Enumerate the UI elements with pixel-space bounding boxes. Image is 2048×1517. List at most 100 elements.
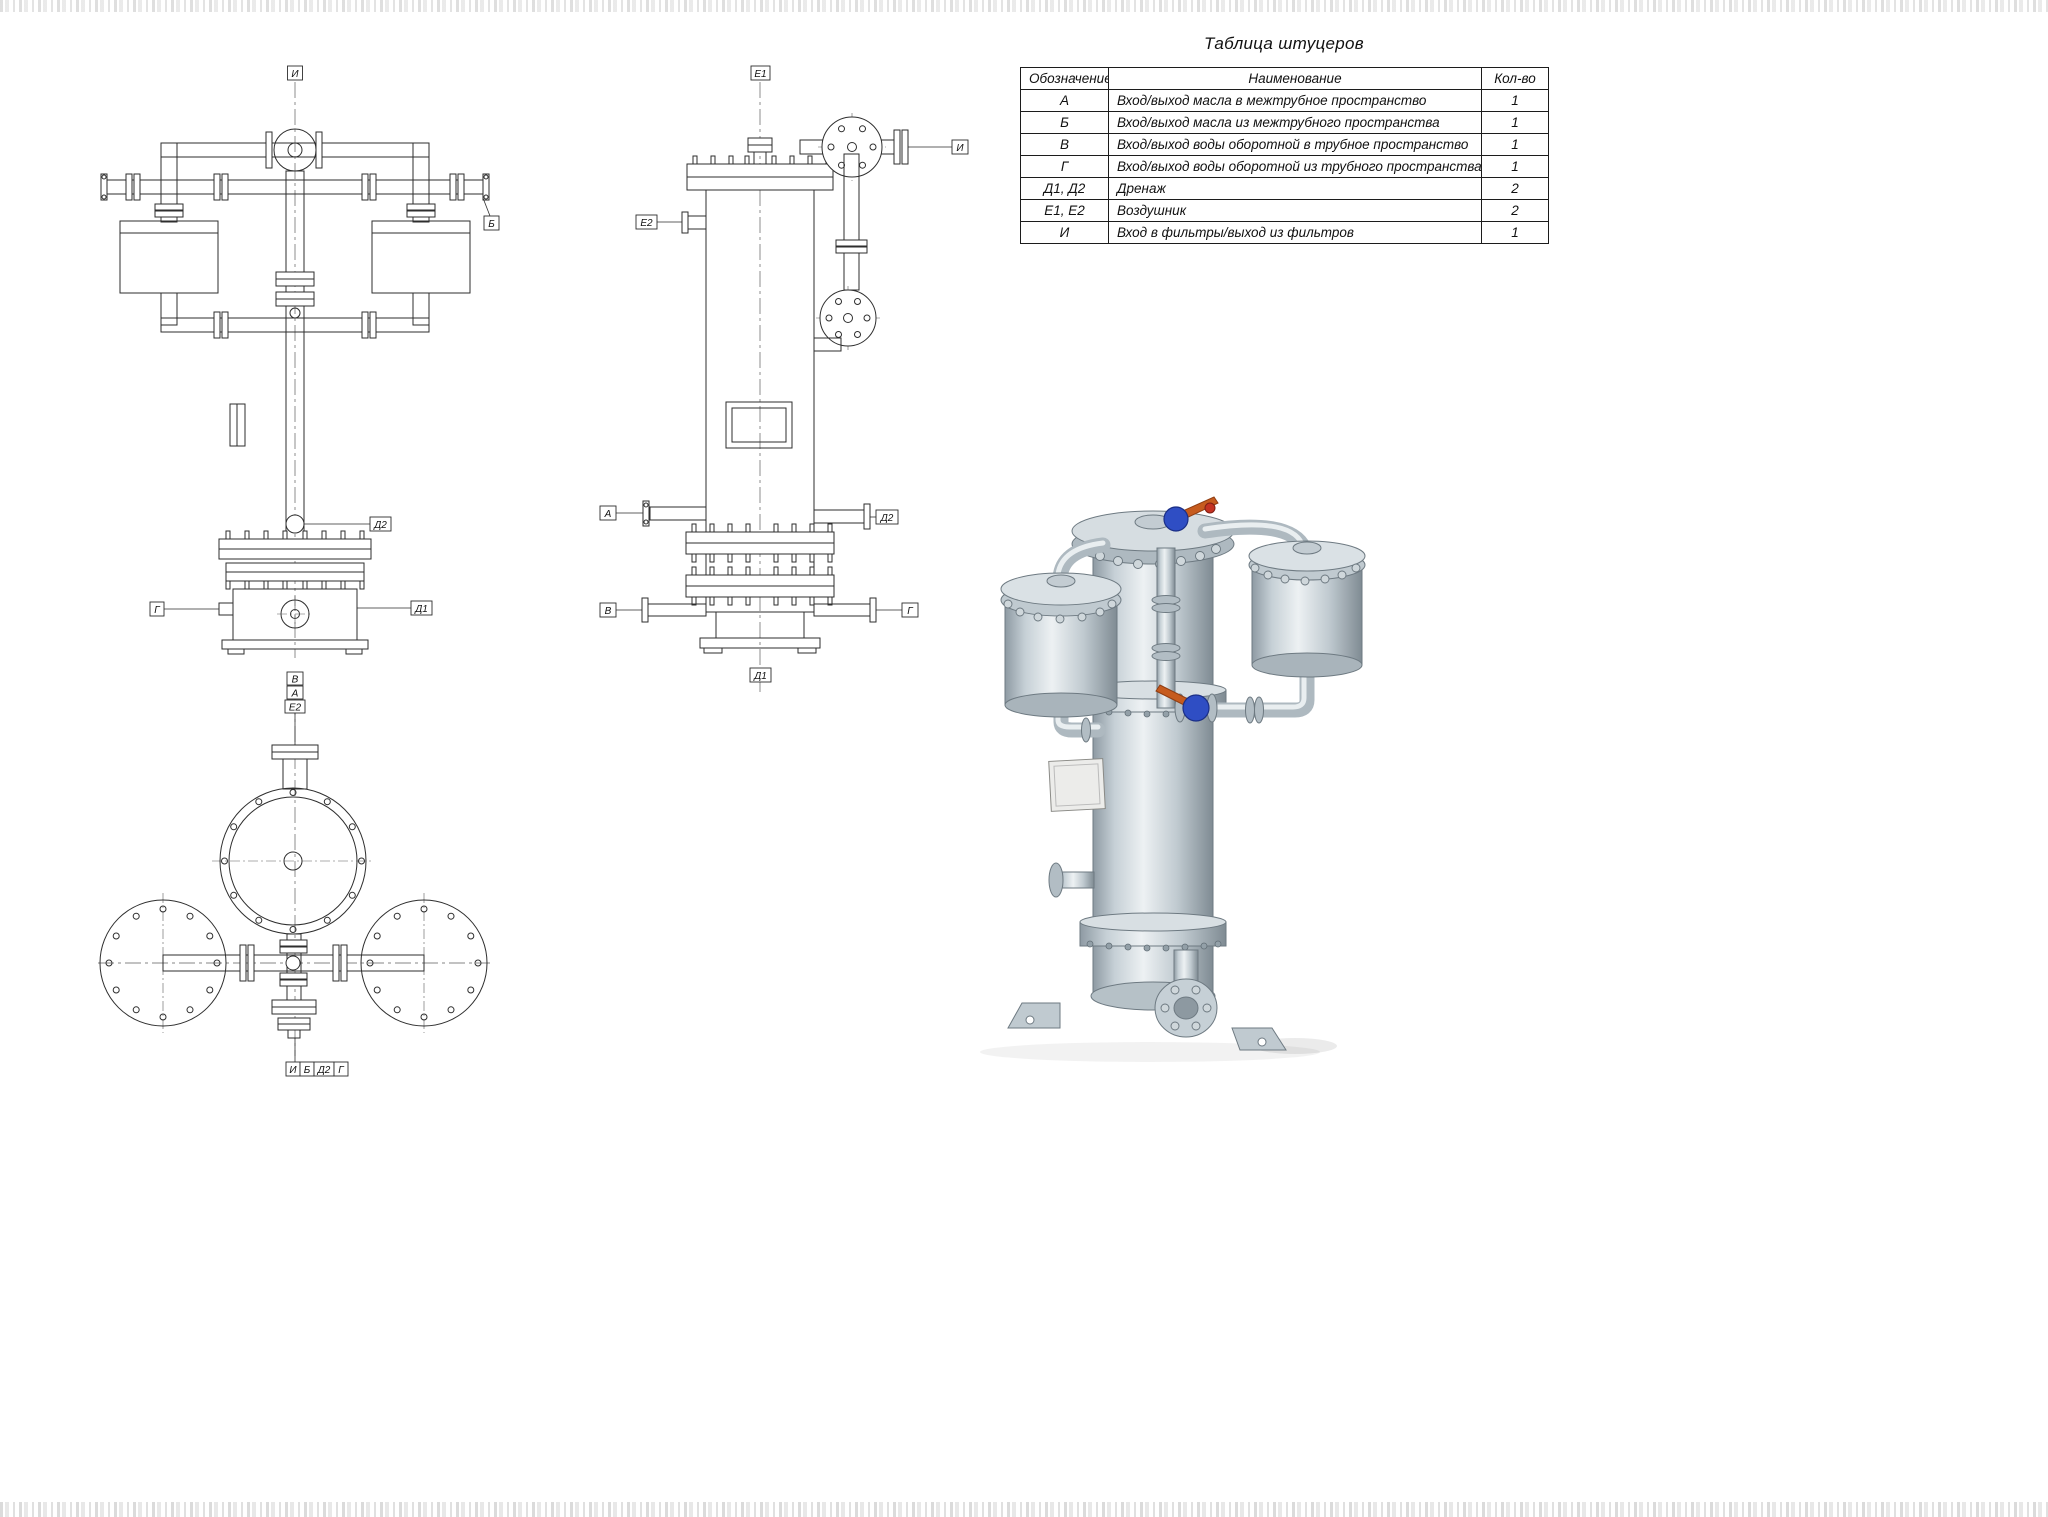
front-label-nozzle-d2: Д2 bbox=[285, 514, 392, 534]
svg-text:Б: Б bbox=[304, 1065, 311, 1076]
svg-text:Д2: Д2 bbox=[317, 1065, 331, 1076]
side-label-nozzle-e2: Е2 bbox=[635, 211, 707, 234]
table-row: Д1, Д2 Дренаж 2 bbox=[1020, 177, 1549, 200]
render-feet bbox=[1007, 1002, 1287, 1051]
top-label-stack: В А Е2 bbox=[284, 671, 306, 714]
top-view-drawing: В А Е2 bbox=[98, 671, 490, 1077]
svg-text:Г: Г bbox=[338, 1065, 345, 1076]
nozzle-qty: 1 bbox=[1481, 89, 1549, 112]
table-row: Б Вход/выход масла из межтрубного простр… bbox=[1020, 111, 1549, 134]
side-label-nozzle-d2: Д2 bbox=[870, 509, 899, 525]
svg-text:А: А bbox=[604, 509, 612, 520]
nozzle-table-header-row: Обозначение Наименование Кол-во bbox=[1020, 67, 1549, 90]
table-row: А Вход/выход масла в межтрубное простран… bbox=[1020, 89, 1549, 112]
side-label-nozzle-e1: Е1 bbox=[750, 65, 771, 81]
sheet-bottom-edge-artifact bbox=[0, 1502, 2048, 1517]
render-filter-left bbox=[1000, 572, 1122, 718]
sheet-top-edge-artifact bbox=[0, 0, 2048, 12]
svg-text:В: В bbox=[605, 606, 612, 617]
side-nameplate bbox=[725, 401, 793, 449]
nozzle-name: Вход/выход воды оборотной в трубное прос… bbox=[1108, 133, 1482, 156]
svg-text:Д1: Д1 bbox=[753, 671, 767, 682]
front-center-column bbox=[229, 170, 315, 541]
top-filter-circle-right bbox=[360, 893, 488, 1033]
header-qty: Кол-во bbox=[1481, 67, 1549, 90]
nozzle-qty: 2 bbox=[1481, 177, 1549, 200]
side-view-drawing: Е1 bbox=[599, 65, 969, 692]
svg-text:А: А bbox=[291, 689, 299, 700]
nozzle-qty: 2 bbox=[1481, 199, 1549, 222]
nozzle-table: Обозначение Наименование Кол-во А Вход/в… bbox=[1020, 67, 1549, 244]
nozzle-qty: 1 bbox=[1481, 133, 1549, 156]
top-main-circle bbox=[212, 787, 374, 935]
nozzle-mark: А bbox=[1020, 89, 1109, 112]
side-label-nozzle-d1: Д1 bbox=[749, 667, 772, 683]
render-bottom-nozzle bbox=[1154, 949, 1218, 1038]
svg-text:Д2: Д2 bbox=[880, 513, 894, 524]
nozzle-table-block: Таблица штуцеров Обозначение Наименовани… bbox=[1020, 34, 1549, 244]
nozzle-mark: Г bbox=[1020, 155, 1109, 178]
front-filter-left bbox=[119, 220, 219, 294]
nozzle-mark: Д1, Д2 bbox=[1020, 177, 1109, 200]
nozzle-mark: Б bbox=[1020, 111, 1109, 134]
render-top-cap bbox=[1071, 510, 1235, 569]
top-connecting-pipe bbox=[162, 933, 425, 1039]
top-upper-nozzle bbox=[271, 713, 319, 790]
svg-text:Д2: Д2 bbox=[373, 520, 387, 531]
front-label-nozzle-g: Г bbox=[149, 601, 219, 617]
svg-text:Е2: Е2 bbox=[289, 703, 302, 714]
svg-text:Г: Г bbox=[154, 605, 161, 616]
render-top-valve bbox=[1163, 496, 1219, 532]
side-filter-circles bbox=[799, 113, 909, 352]
nozzle-name: Воздушник bbox=[1108, 199, 1482, 222]
table-row: В Вход/выход воды оборотной в трубное пр… bbox=[1020, 133, 1549, 156]
side-label-nozzle-i: И bbox=[908, 139, 969, 155]
render-3d bbox=[980, 496, 1366, 1062]
side-label-nozzle-a: А bbox=[599, 505, 643, 521]
svg-text:Е2: Е2 bbox=[640, 218, 653, 229]
nozzle-name: Вход/выход масла в межтрубное пространст… bbox=[1108, 89, 1482, 112]
front-bottom-flanges bbox=[218, 530, 372, 655]
top-label-row: И Б Д2 Г bbox=[285, 1038, 349, 1077]
nozzle-name: Вход/выход масла из межтрубного простран… bbox=[1108, 111, 1482, 134]
render-mid-valve bbox=[1155, 684, 1218, 723]
side-lower-band-2 bbox=[641, 566, 877, 654]
nozzle-qty: 1 bbox=[1481, 221, 1549, 244]
svg-text:Б: Б bbox=[488, 219, 495, 230]
nozzle-table-title: Таблица штуцеров bbox=[1204, 34, 1364, 53]
svg-text:И: И bbox=[291, 69, 299, 80]
render-nameplate bbox=[1048, 758, 1106, 812]
table-row: Е1, Е2 Воздушник 2 bbox=[1020, 199, 1549, 222]
side-label-nozzle-g: Г bbox=[876, 602, 919, 618]
front-view-drawing: И bbox=[100, 65, 500, 658]
front-label-nozzle-d1: Д1 bbox=[357, 600, 433, 616]
nozzle-name: Вход/выход воды оборотной из трубного пр… bbox=[1108, 155, 1482, 178]
svg-text:Д1: Д1 bbox=[414, 604, 428, 615]
svg-text:И: И bbox=[289, 1065, 297, 1076]
front-label-nozzle-i: И bbox=[287, 65, 303, 81]
front-label-nozzle-b: Б bbox=[482, 197, 500, 231]
nozzle-name: Вход в фильтры/выход из фильтров bbox=[1108, 221, 1482, 244]
nozzle-mark: В bbox=[1020, 133, 1109, 156]
nozzle-qty: 1 bbox=[1481, 111, 1549, 134]
render-center-pipe bbox=[1151, 547, 1181, 709]
header-mark: Обозначение bbox=[1020, 67, 1109, 90]
svg-text:Е1: Е1 bbox=[754, 69, 766, 80]
side-label-nozzle-v: В bbox=[599, 602, 642, 618]
svg-text:Г: Г bbox=[907, 606, 914, 617]
svg-text:И: И bbox=[956, 143, 964, 154]
table-row: Г Вход/выход воды оборотной из трубного … bbox=[1020, 155, 1549, 178]
nozzle-name: Дренаж bbox=[1108, 177, 1482, 200]
nozzle-mark: Е1, Е2 bbox=[1020, 199, 1109, 222]
side-lower-band-1 bbox=[642, 500, 871, 563]
nozzle-mark: И bbox=[1020, 221, 1109, 244]
table-row: И Вход в фильтры/выход из фильтров 1 bbox=[1020, 221, 1549, 244]
front-filter-right bbox=[371, 220, 471, 294]
render-filter-right bbox=[1248, 540, 1366, 678]
svg-text:В: В bbox=[292, 675, 299, 686]
render-side-nozzle bbox=[1048, 862, 1095, 898]
nozzle-qty: 1 bbox=[1481, 155, 1549, 178]
render-pipework bbox=[1052, 519, 1315, 743]
header-name: Наименование bbox=[1108, 67, 1482, 90]
